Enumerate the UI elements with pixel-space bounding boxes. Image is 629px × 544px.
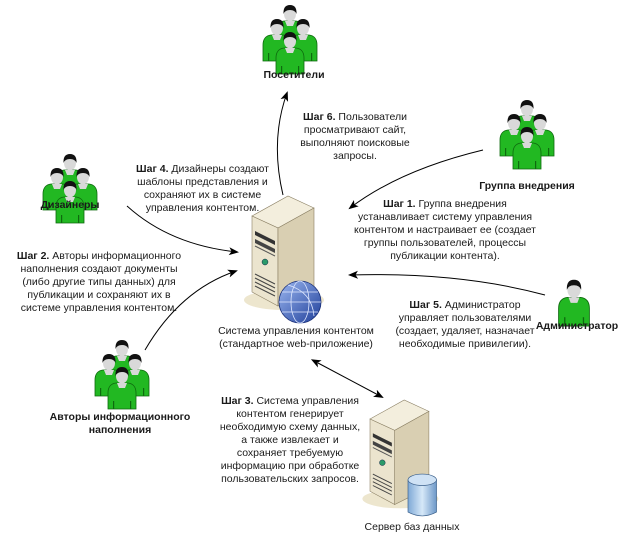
step3-line: а также извлекает и — [241, 434, 339, 446]
designers-label: Дизайнеры — [40, 199, 100, 211]
cms-server-label-line1: Система управления контентом — [218, 325, 374, 337]
arrow-step5-admin-to-cms — [348, 270, 546, 296]
arrow-step2-authors-to-cms — [144, 269, 238, 351]
arrow-step1-group-to-cms — [348, 149, 484, 210]
step3-line: информацию при обработке — [220, 460, 360, 472]
content-authors-icon — [95, 340, 149, 409]
database-server-icon — [361, 399, 439, 517]
step1-line: Группа внедрения — [415, 198, 507, 210]
step3-line: контентом генерирует — [236, 408, 344, 420]
visitors-label: Посетители — [263, 69, 325, 81]
step3-line: необходимую схему данных, — [219, 421, 361, 433]
step4-line: шаблоны представления и — [137, 176, 268, 188]
step5-line: необходимые привилегии). — [398, 338, 532, 350]
step1-line: публикации контента). — [390, 250, 500, 262]
step6-description: Шаг 6. Пользователи просматривают сайт, … — [290, 111, 420, 163]
designers-icon — [43, 154, 97, 223]
deployment-group-icon — [500, 100, 554, 169]
step5-description: Шаг 5. Администратор управляет пользоват… — [385, 299, 545, 351]
step6-line: выполняют поисковые — [300, 137, 410, 149]
step2-title: Шаг 2. — [16, 250, 50, 262]
step5-line: Администратор — [441, 299, 521, 311]
globe-icon — [278, 280, 322, 324]
step4-title: Шаг 4. — [136, 163, 169, 175]
step4-line: Дизайнеры создают — [168, 163, 269, 175]
step2-description: Шаг 2. Авторы информационного наполнения… — [4, 250, 194, 315]
step1-line: группы пользователей, процессы — [363, 237, 527, 249]
database-server-label: Сервер баз данных — [364, 521, 460, 533]
step3-description: Шаг 3. Система управления контентом гене… — [210, 395, 370, 486]
arrow-step6-to-visitors — [276, 91, 289, 196]
cms-server-icon — [243, 195, 325, 324]
step4-line: сохраняют их в системе — [143, 189, 262, 201]
step3-title: Шаг 3. — [221, 395, 254, 407]
step2-line: (либо другие типы данных) для — [22, 276, 176, 288]
step3-line: сохраняет требуемую — [236, 447, 344, 459]
step6-line: запросы. — [333, 150, 377, 162]
step2-line: Авторы информационного — [49, 250, 182, 262]
deployment-group-label: Группа внедрения — [479, 180, 575, 192]
step1-title: Шаг 1. — [383, 198, 416, 210]
step5-line: управляет пользователями — [398, 312, 532, 324]
step6-line: просматривают сайт, — [303, 124, 407, 136]
arrow-step3-cms-db — [310, 359, 384, 398]
visitors-icon — [263, 5, 317, 74]
administrator-label: Администратор — [535, 320, 619, 332]
step3-line: пользовательских запросов. — [221, 473, 359, 485]
step1-description: Шаг 1. Группа внедрения устанавливает си… — [345, 198, 545, 263]
cms-server-label-line2: (стандартное web-приложение) — [219, 338, 373, 350]
step1-line: контентом и настраивает ее (создает — [354, 224, 536, 236]
step1-line: устанавливает систему управления — [357, 211, 533, 223]
step5-line: (создает, удаляет, назначает — [395, 325, 535, 337]
content-authors-label: Авторы информационного наполнения — [40, 411, 200, 437]
step2-line: системе управления контентом. — [20, 302, 178, 314]
cms-server-label: Система управления контентом (стандартно… — [206, 325, 386, 351]
step3-line: Система управления — [253, 395, 359, 407]
step4-description: Шаг 4. Дизайнеры создают шаблоны предста… — [130, 163, 275, 215]
arrow-step4-designers-to-cms — [126, 205, 239, 256]
step4-line: управления контентом. — [145, 202, 260, 214]
content-authors-label-line2: наполнения — [88, 424, 152, 436]
step5-title: Шаг 5. — [409, 299, 442, 311]
content-authors-label-line1: Авторы информационного — [49, 411, 191, 423]
step6-line: Пользователи — [335, 111, 407, 123]
step6-title: Шаг 6. — [303, 111, 336, 123]
database-cylinder-icon — [407, 473, 437, 517]
step2-line: публикации и сохраняют их в — [27, 289, 171, 301]
step2-line: наполнения создают документы — [20, 263, 178, 275]
